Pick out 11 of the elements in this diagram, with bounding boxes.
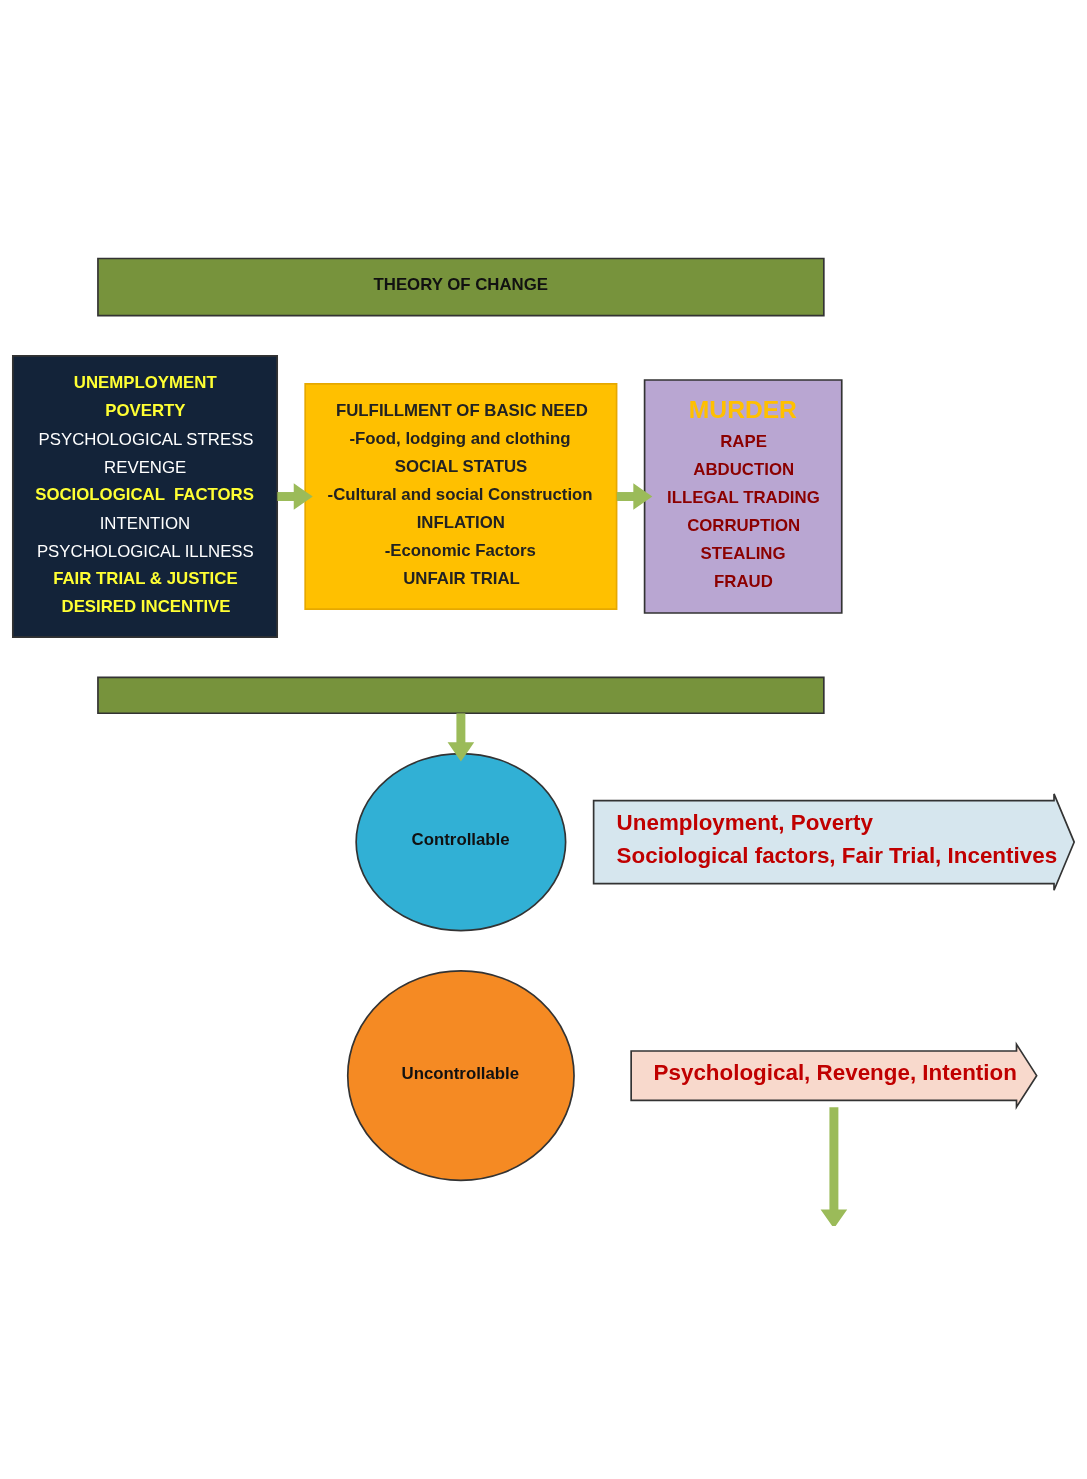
arrow xyxy=(447,712,475,761)
node-circle: Uncontrollable xyxy=(346,969,575,1181)
node-box: UNEMPLOYMENT POVERTY PSYCHOLOGICAL STRESS REVENGE SOCIOLOGICAL FACTORS INTENTION PSYCHOLOGICAL ILLNESS FAIR TRIAL & JUSTICE DESIRED INCENTIVE xyxy=(12,354,278,638)
arrow xyxy=(616,482,653,510)
arrow xyxy=(277,482,313,510)
node-box: THEORY OF CHANGE xyxy=(97,257,825,316)
arrow xyxy=(820,1106,848,1226)
node-box: FULFILLMENT OF BASIC NEED -Food, lodging and clothing SOCIAL STATUS -Cultural and social Construction INFLATION -Economic Factors UNFAIR TRIAL xyxy=(304,382,618,610)
node-bar xyxy=(97,676,825,714)
node-box: MURDER RAPE ABDUCTION ILLEGAL TRADING CORRUPTION STEALING FRAUD xyxy=(643,378,843,614)
node-ellipse: Controllable xyxy=(355,752,567,931)
